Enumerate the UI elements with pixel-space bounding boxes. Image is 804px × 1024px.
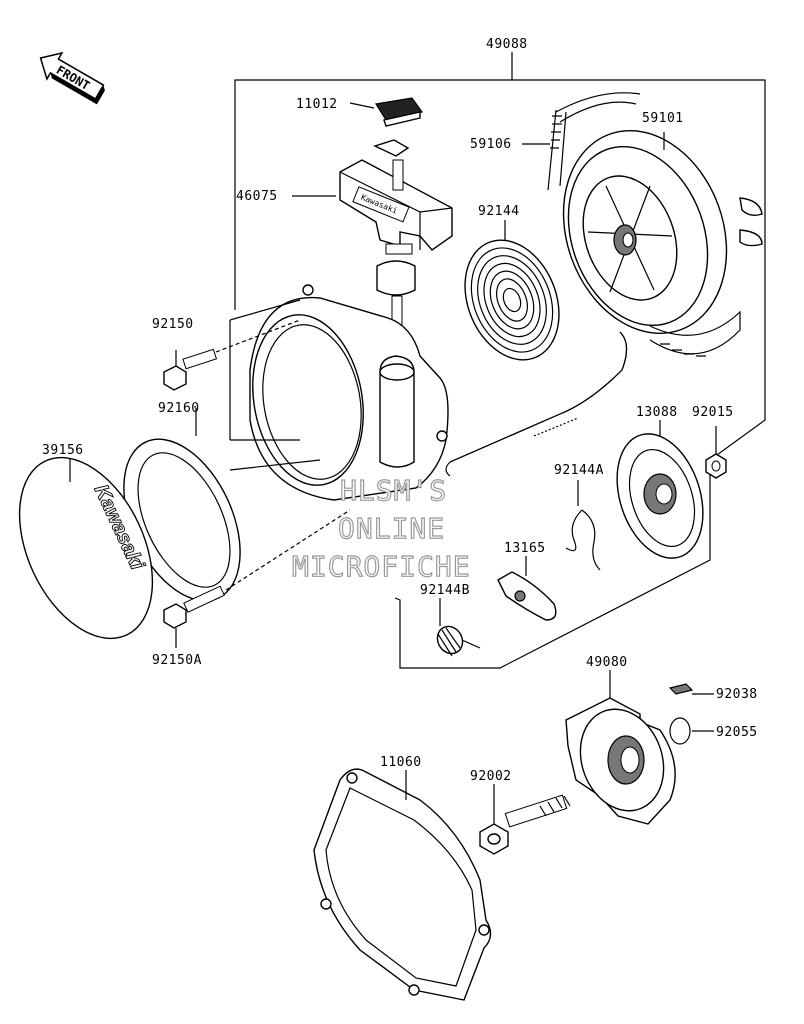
starter-rope	[445, 331, 628, 477]
label-92015: 92015	[692, 405, 734, 420]
label-92150A: 92150A	[152, 653, 202, 668]
handle-46075: Kawasaki	[292, 139, 453, 327]
key-92038	[668, 683, 714, 695]
spiral-spring-92144	[464, 220, 560, 361]
nut-92015	[705, 426, 727, 479]
bolt-92150a	[163, 509, 351, 648]
reel-59101	[562, 129, 763, 357]
o-ring-92055	[669, 717, 714, 745]
label-46075: 46075	[236, 189, 278, 204]
starter-housing	[229, 284, 449, 501]
label-59101: 59101	[642, 111, 684, 126]
ratchet-13165	[497, 556, 557, 621]
bolt-92002	[479, 784, 571, 855]
watermark-line-1: HLSM'S	[340, 474, 447, 507]
watermark-line-3: MICROFICHE	[292, 550, 471, 583]
label-13088: 13088	[636, 405, 678, 420]
label-92038: 92038	[716, 687, 758, 702]
label-92144B: 92144B	[420, 583, 470, 598]
cap-11012	[349, 97, 424, 127]
label-92002: 92002	[470, 769, 512, 784]
label-92144A: 92144A	[554, 463, 604, 478]
label-39156: 39156	[42, 443, 84, 458]
spring-59106	[522, 92, 641, 191]
pulley-13088	[616, 420, 704, 559]
label-92150: 92150	[152, 317, 194, 332]
watermark: HLSM'S ONLINE MICROFICHE	[291, 473, 471, 583]
part-labels: 49088 11012 59101 59106 46075 92144 9215…	[42, 37, 758, 784]
front-arrow-icon: FRONT	[39, 51, 105, 105]
watermark-line-2: ONLINE	[338, 512, 445, 545]
gasket-11060	[313, 768, 492, 1001]
label-92144: 92144	[478, 204, 520, 219]
label-13165: 13165	[504, 541, 546, 556]
label-92160: 92160	[158, 401, 200, 416]
label-11012: 11012	[296, 97, 338, 112]
label-49088: 49088	[486, 37, 528, 52]
assembly-outline-49088	[234, 79, 766, 669]
label-92055: 92055	[716, 725, 758, 740]
label-11060: 11060	[380, 755, 422, 770]
spring-92144b	[436, 598, 481, 657]
label-59106: 59106	[470, 137, 512, 152]
spring-clip-92144a	[565, 480, 601, 571]
drive-cup-49080	[565, 670, 676, 825]
label-49080: 49080	[586, 655, 628, 670]
bolt-92150	[163, 319, 301, 391]
